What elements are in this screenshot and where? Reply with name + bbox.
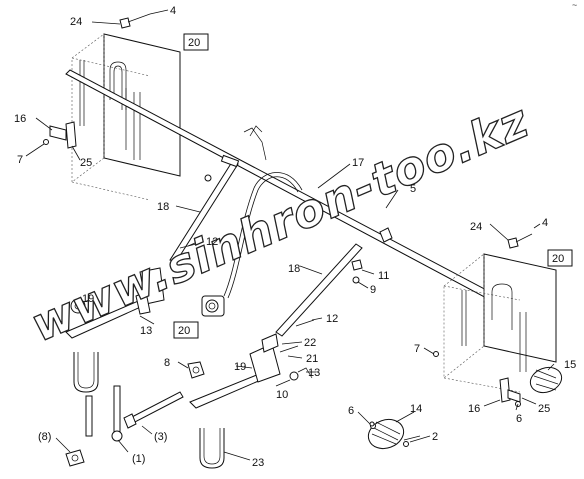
lower-middle-bracket xyxy=(189,333,299,409)
callout-5: 5 xyxy=(410,183,416,195)
reflector-14 xyxy=(367,418,409,450)
callout-4-top: 4 xyxy=(170,5,176,17)
callout-17: 17 xyxy=(352,157,364,169)
callout-15: 15 xyxy=(564,359,576,371)
callout-10: 10 xyxy=(276,389,288,401)
callout-8: 8 xyxy=(164,357,170,369)
callout-12-lower: 12 xyxy=(326,313,338,325)
left-mounting-plate xyxy=(71,33,181,201)
callout-13-left: 13 xyxy=(140,325,152,337)
callout-25-right: 25 xyxy=(538,403,550,415)
callout-6-right: 6 xyxy=(516,413,522,425)
callout-19-left: 19 xyxy=(82,293,94,305)
callout-22: 22 xyxy=(304,337,316,349)
callout-18-lower: 18 xyxy=(288,263,300,275)
cable-with-connector xyxy=(201,172,303,317)
small-fasteners xyxy=(119,13,533,441)
callout-19-middle: 19 xyxy=(234,361,246,373)
callout-13-middle: 13 xyxy=(308,367,320,379)
callout-24-top: 24 xyxy=(70,16,82,28)
callout-21: 21 xyxy=(306,353,318,365)
leader-lines xyxy=(25,9,555,461)
long-bolts xyxy=(65,385,184,467)
callout-20-top: 20 xyxy=(188,37,200,49)
reflector-15 xyxy=(529,366,563,394)
callout-9: 9 xyxy=(370,284,376,296)
callout-14: 14 xyxy=(410,403,422,415)
small-bracket-right xyxy=(433,351,521,403)
callout-23: 23 xyxy=(252,457,264,469)
callout-12-upper: 12 xyxy=(206,236,218,248)
callout-11: 11 xyxy=(378,270,389,282)
callout-4-right: 4 xyxy=(542,217,548,229)
callout-20-lower: 20 xyxy=(178,325,190,337)
callout-7-left: 7 xyxy=(17,154,23,166)
callout-20-right: 20 xyxy=(552,253,564,265)
callout-25-left: 25 xyxy=(80,157,92,169)
callout-16-right: 16 xyxy=(468,403,480,415)
u-bolt-middle xyxy=(199,428,225,469)
callout-16-left: 16 xyxy=(14,113,26,125)
callout-2: 2 xyxy=(432,431,438,443)
callout-1-paren: (1) xyxy=(132,453,145,465)
callout-7-right: 7 xyxy=(414,343,420,355)
strut-upper xyxy=(169,154,240,263)
boxed-callouts xyxy=(173,33,573,339)
u-bolt-left xyxy=(73,352,99,393)
callout-18-upper: 18 xyxy=(157,201,169,213)
watermark-text: www.sinhron-too.kz xyxy=(23,93,536,352)
strut-lower xyxy=(275,243,363,337)
corner-mark: ~ xyxy=(572,0,577,10)
callout-8-paren: (8) xyxy=(38,431,51,443)
callout-3-paren: (3) xyxy=(154,431,167,443)
callout-labels: 24 4 20 16 7 25 17 5 18 12 24 4 20 11 9 … xyxy=(14,0,577,469)
small-bracket-left xyxy=(43,121,77,149)
lower-left-bracket xyxy=(65,267,165,339)
callout-24-right: 24 xyxy=(470,221,482,233)
callout-6-lower: 6 xyxy=(348,405,354,417)
